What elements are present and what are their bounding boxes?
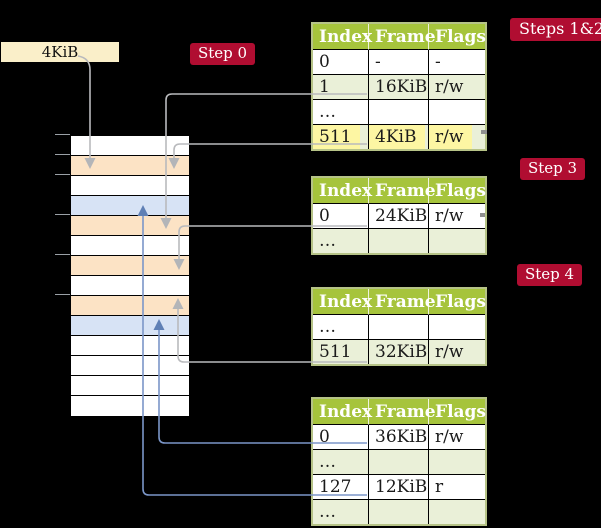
- memory-row-11: [71, 336, 189, 356]
- column-header: Flags: [429, 399, 486, 425]
- table-cell: …: [313, 100, 369, 125]
- table-cell: [429, 450, 485, 475]
- table-cell: 12KiB: [369, 475, 429, 500]
- table-cell: r/w: [429, 340, 485, 364]
- table-cell: [429, 315, 485, 340]
- memory-row-14: [71, 396, 189, 416]
- memory-tick: [55, 134, 70, 135]
- table-cell: -: [429, 50, 485, 75]
- table-cell: [369, 500, 429, 524]
- table-cell: r/w: [429, 125, 485, 149]
- step-3-badge: Step 3: [520, 158, 586, 180]
- table-row: …: [313, 229, 485, 253]
- table-cell: …: [313, 450, 369, 475]
- column-header: Index: [313, 289, 372, 315]
- column-header: Flags: [429, 289, 486, 315]
- column-header: Index: [313, 24, 372, 50]
- table-cell: [369, 229, 429, 253]
- column-header: Index: [313, 399, 372, 425]
- memory-row-2: [71, 156, 189, 176]
- memory-row-6: [71, 236, 189, 256]
- step-0-badge: Step 0: [190, 43, 256, 65]
- column-header: Index: [313, 178, 372, 204]
- table-cell: 1: [313, 75, 369, 100]
- memory-row-7: [71, 256, 189, 276]
- table-cell: r/w: [429, 425, 485, 450]
- column-header: Frame: [369, 178, 436, 204]
- table-cell: r/w: [429, 204, 485, 229]
- table-cell: -: [369, 50, 429, 75]
- table-cell: [369, 315, 429, 340]
- memory-row-10: [71, 316, 189, 336]
- frame-address-label: 4KiB: [1, 42, 119, 62]
- memory-row-12: [71, 356, 189, 376]
- column-header: Frame: [369, 24, 436, 50]
- memory-row-13: [71, 376, 189, 396]
- table-cell: 4KiB: [369, 125, 429, 149]
- column-header: Flags: [429, 178, 486, 204]
- table-cell: 0: [313, 204, 369, 229]
- table-row: …: [313, 500, 485, 524]
- memory-tick: [55, 254, 70, 255]
- column-header: Frame: [369, 399, 436, 425]
- table-cell: [429, 500, 485, 524]
- memory-row-5: [71, 216, 189, 236]
- table-cell: r/w: [429, 75, 485, 100]
- table-cell: 127: [313, 475, 369, 500]
- table-cell: 0: [313, 50, 369, 75]
- column-header: Frame: [369, 289, 436, 315]
- table-cell: 511: [313, 340, 369, 364]
- memory-row-3: [71, 176, 189, 196]
- memory-row-9: [71, 296, 189, 316]
- table-cell: …: [313, 500, 369, 524]
- table-cell: 0: [313, 425, 369, 450]
- memory-row-4: [71, 196, 189, 216]
- table-cell: [429, 229, 485, 253]
- memory-tick: [55, 294, 70, 295]
- memory-row-8: [71, 276, 189, 296]
- table-cell: 24KiB: [369, 204, 429, 229]
- table-cell: 32KiB: [369, 340, 429, 364]
- table-cell: [369, 100, 429, 125]
- memory-column: [70, 135, 190, 416]
- table-cell: …: [313, 315, 369, 340]
- table-cell: 511: [313, 125, 369, 149]
- column-header: Flags: [429, 24, 486, 50]
- memory-row-1: [71, 136, 189, 156]
- table-cell: [429, 100, 485, 125]
- step-4-badge: Step 4: [517, 264, 583, 286]
- memory-tick: [55, 214, 70, 215]
- steps-1-2-badge: Steps 1&2: [510, 18, 601, 41]
- table-row: …: [313, 315, 485, 340]
- memory-tick: [55, 154, 70, 155]
- table-cell: r: [429, 475, 485, 500]
- memory-tick: [55, 174, 70, 175]
- table-cell: …: [313, 229, 369, 253]
- table-row: …: [313, 100, 485, 125]
- table-cell: 36KiB: [369, 425, 429, 450]
- table-row: 0--: [313, 50, 485, 75]
- table-row: …: [313, 450, 485, 475]
- table-cell: [369, 450, 429, 475]
- table-cell: 16KiB: [369, 75, 429, 100]
